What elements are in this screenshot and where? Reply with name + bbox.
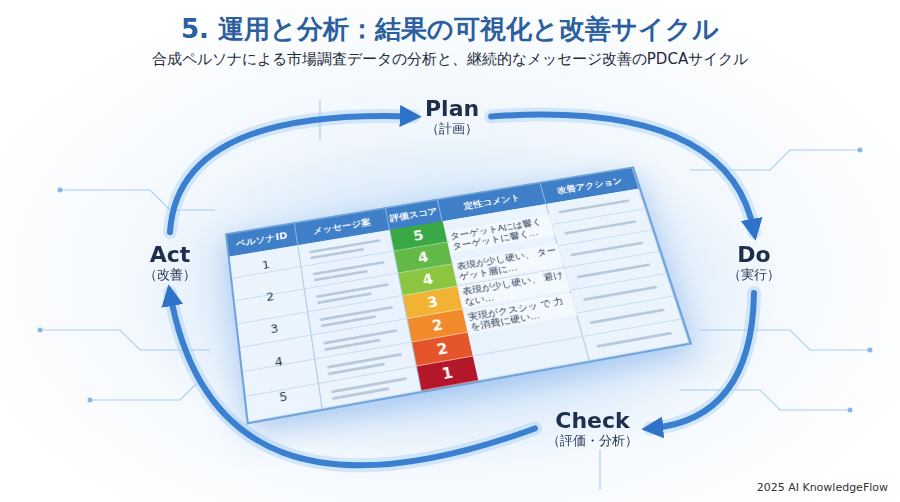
phase-subtitle: （評価・分析） (547, 433, 638, 449)
placeholder-bar (564, 220, 636, 235)
phase-subtitle: （実行） (728, 267, 780, 283)
circuit-lines (40, 100, 870, 490)
phase-subtitle: （改善） (144, 267, 196, 283)
cycle-phase: Check（評価・分析） (543, 406, 642, 451)
phase-subtitle: （計画） (425, 121, 479, 137)
table-glow (120, 130, 780, 470)
phase-name: Act (144, 242, 196, 267)
persona-id: 2 (234, 285, 306, 309)
phase-name: Plan (425, 96, 479, 121)
persona-id: 3 (238, 317, 311, 342)
placeholder-bar (558, 199, 630, 213)
persona-id: 4 (242, 350, 316, 376)
placeholder-bar (570, 242, 643, 257)
persona-id: 5 (246, 384, 321, 411)
circuit-dots (38, 148, 873, 413)
footer-watermark: 2025 AI KnowledgeFlow (757, 481, 888, 494)
persona-id: 1 (231, 254, 302, 277)
cycle-phase: Act（改善） (140, 240, 200, 285)
caption: 合成ペルソナによる市場調査データの分析と、継続的なメッセージ改善のPDCAサイク… (0, 50, 900, 69)
phase-name: Check (547, 408, 638, 433)
placeholder-bar (577, 263, 651, 278)
placeholder-bar (583, 286, 658, 302)
cycle-phase: Do（実行） (724, 240, 784, 285)
phase-name: Do (728, 242, 780, 267)
placeholder-bar (596, 332, 672, 348)
cycle-phase: Plan（計画） (421, 94, 483, 139)
placeholder-bar (589, 308, 664, 324)
title: 5. 運用と分析：結果の可視化と改善サイクル (0, 12, 900, 47)
